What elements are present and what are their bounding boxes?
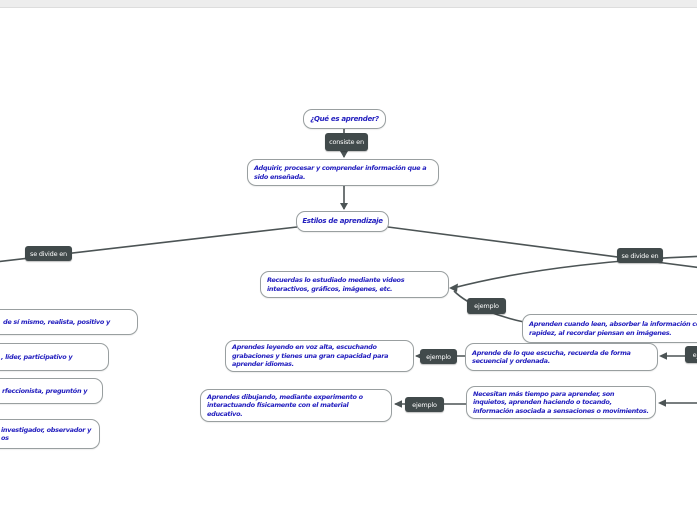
node-auditivo-example[interactable]: Aprende de lo que escucha, recuerda de f…	[465, 343, 658, 371]
node-definition[interactable]: Adquirir, procesar y comprender informac…	[247, 159, 439, 186]
node-left-clipped-4[interactable]: investigador, observador y os	[0, 419, 100, 449]
connector-right-branch-to-visual	[452, 255, 697, 289]
node-left-clipped-1[interactable]: de sí mismo, realista, positivo y	[0, 309, 138, 335]
arrowhead-kinestesico-desc	[394, 400, 402, 408]
connector-label-ejemplo-visual[interactable]: ejemplo	[467, 298, 506, 314]
node-kinestesico-example[interactable]: Necesitan más tiempo para aprender, son …	[466, 386, 656, 419]
arrowhead-kinestesico-example	[658, 399, 666, 407]
node-auditivo-desc[interactable]: Aprendes leyendo en voz alta, escuchando…	[225, 340, 414, 372]
connector-label-ejemplo-kinestesico[interactable]: ejemplo	[405, 397, 444, 412]
connector-label-se-divide-right[interactable]: se divide en	[617, 248, 663, 263]
node-left-clipped-3[interactable]: rfeccionista, preguntón y	[0, 378, 103, 404]
connector-label-ejemplo-auditivo[interactable]: ejemplo	[420, 349, 457, 364]
node-visual-desc[interactable]: Recuerdas lo estudiado mediante videos i…	[260, 271, 449, 298]
arrowhead-auditivo-example	[659, 352, 667, 360]
connector-label-consiste-en[interactable]: consiste en	[325, 133, 368, 151]
connector-label-se-divide-left[interactable]: se divide en	[25, 246, 72, 261]
arrowhead-visual-desc	[449, 283, 458, 292]
top-edge-strip	[0, 0, 697, 8]
arrowhead-down-definition	[340, 151, 348, 158]
node-visual-example[interactable]: Aprenden cuando leen, absorber la inform…	[522, 314, 697, 343]
arrowhead-down-estilos	[340, 203, 348, 210]
node-kinestesico-desc[interactable]: Aprendes dibujando, mediante experimento…	[200, 389, 392, 422]
node-estilos-aprendizaje[interactable]: Estilos de aprendizaje	[296, 211, 389, 232]
node-root-question[interactable]: ¿Qué es aprender?	[303, 109, 386, 129]
connector-label-ejemplo-right-edge[interactable]: ejemplo	[685, 346, 697, 363]
node-left-clipped-2[interactable]: , líder, participativo y	[0, 343, 109, 371]
